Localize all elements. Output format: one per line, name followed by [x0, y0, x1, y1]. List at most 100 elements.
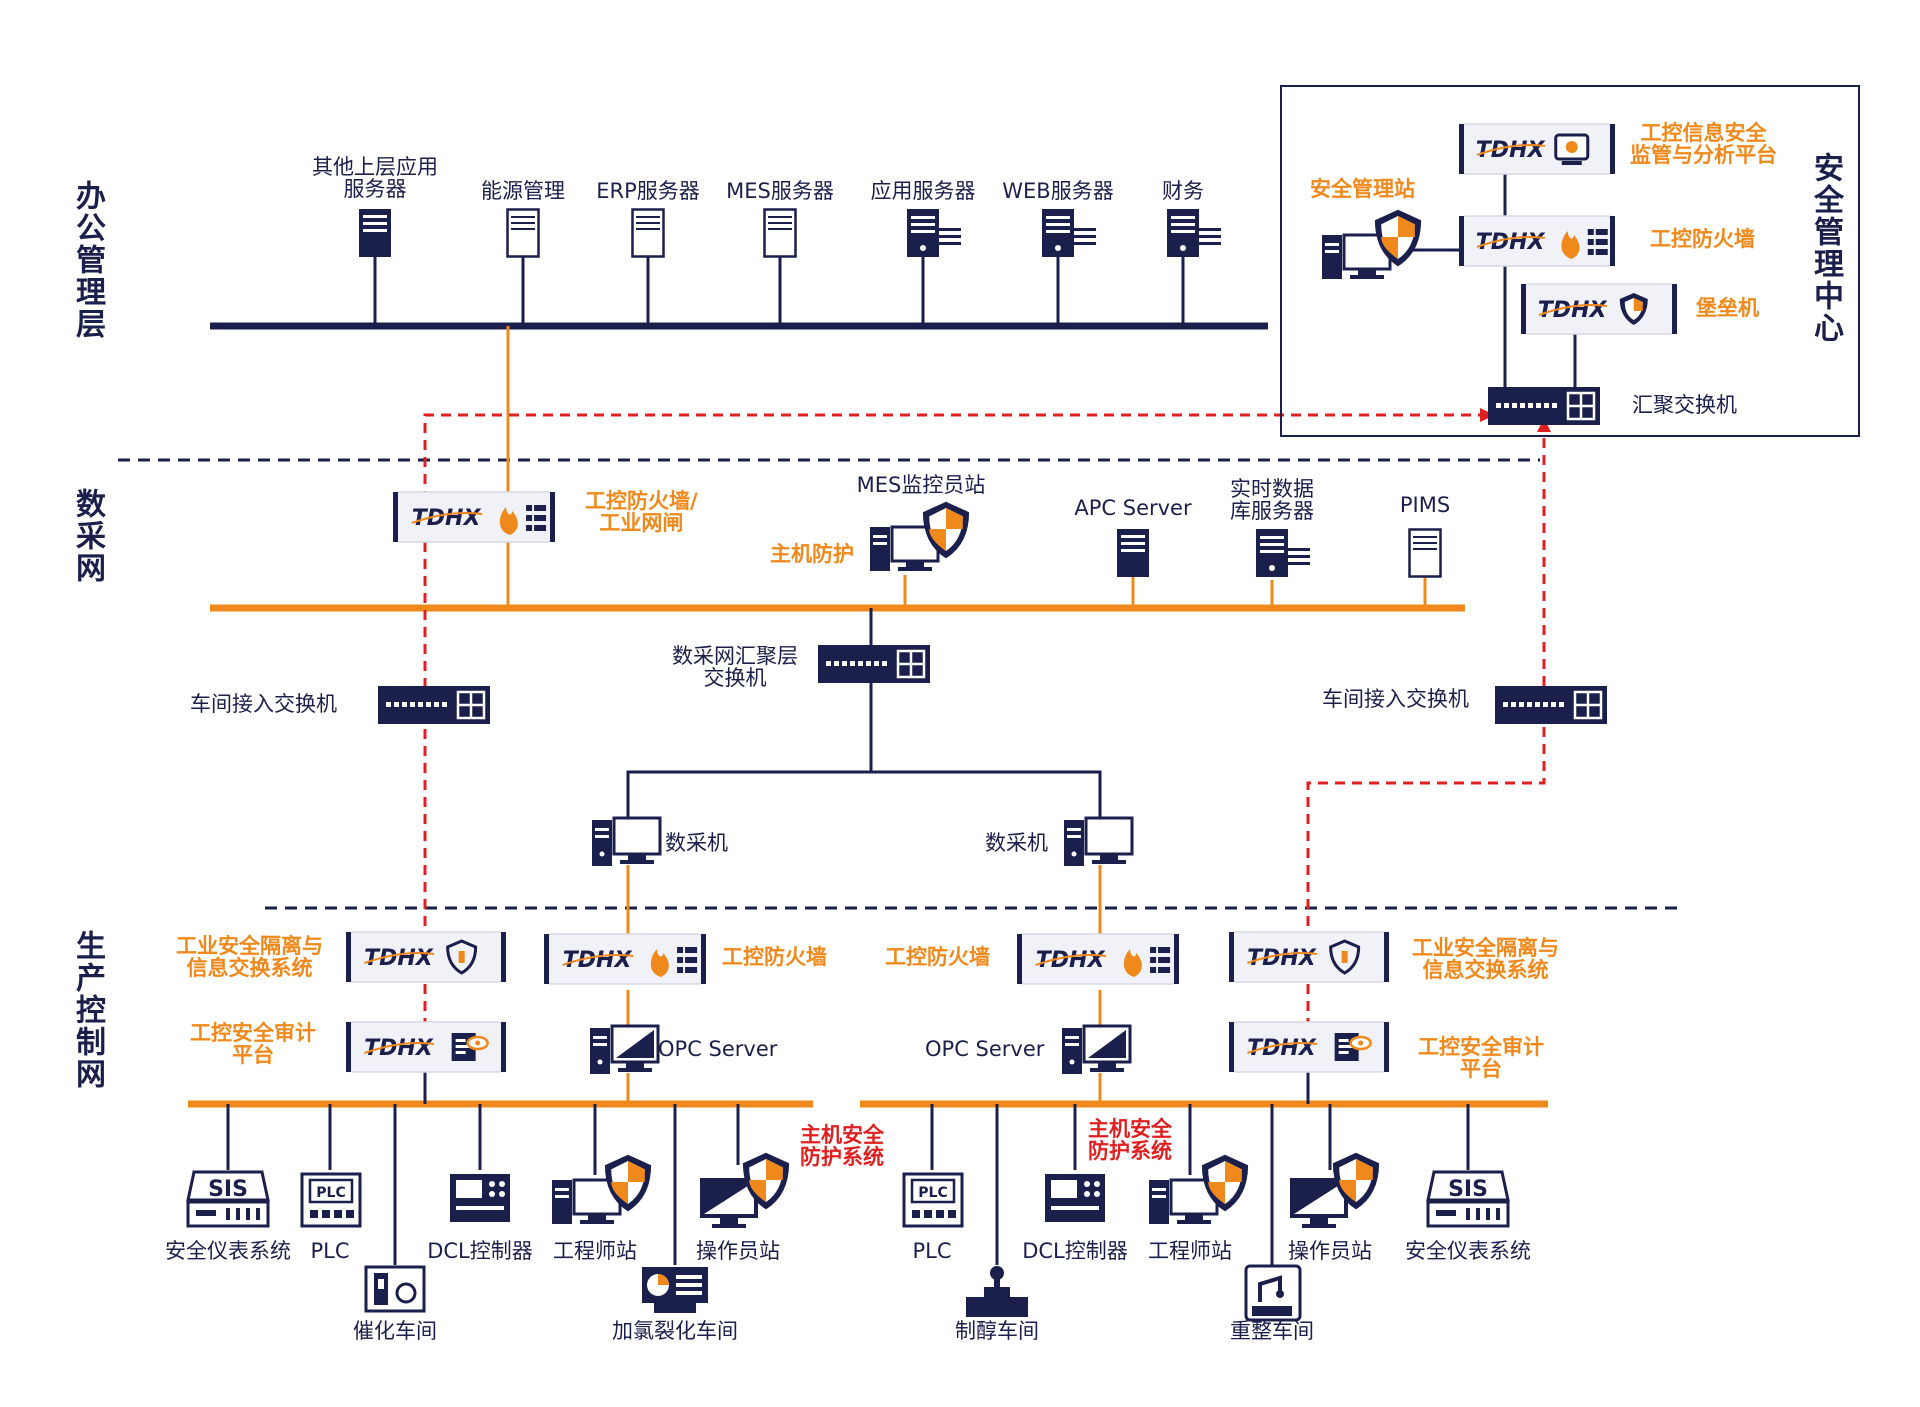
- dataacq-firewall-appliance-icon[interactable]: TDHX: [392, 490, 556, 548]
- monitoring-platform-label: 工控信息安全监管与分析平台: [1630, 121, 1777, 168]
- monitoring-arrow-up: [1537, 418, 1551, 432]
- office-server-label: WEB服务器: [1002, 179, 1114, 203]
- left-dcl-icon[interactable]: [448, 1172, 512, 1228]
- collector-left-label: 数采机: [665, 831, 728, 855]
- left-device-label: DCL控制器: [427, 1239, 533, 1263]
- right-sis-icon[interactable]: SIS: [1426, 1170, 1510, 1232]
- right-device-label: 安全仪表系统: [1405, 1239, 1531, 1263]
- left-audit-label: 工控安全审计平台: [190, 1021, 316, 1068]
- right-audit-label: 工控安全审计平台: [1418, 1035, 1544, 1082]
- reforming-workshop-label: 重整车间: [1230, 1319, 1314, 1343]
- right-device-label: PLC: [912, 1239, 952, 1263]
- right-device-label: 操作员站: [1288, 1239, 1372, 1263]
- right-operator-station-icon[interactable]: [1288, 1150, 1388, 1234]
- zone-title-security-center: 安全管理中心: [1808, 152, 1843, 344]
- server-dark-0-icon[interactable]: [358, 208, 392, 262]
- left-plc-icon[interactable]: PLC: [300, 1172, 362, 1232]
- right-device-label: 工程师站: [1148, 1239, 1232, 1263]
- left-device-label: 操作员站: [696, 1239, 780, 1263]
- center-firewall-appliance-icon[interactable]: TDHX: [1458, 214, 1616, 272]
- bastion-label: 堡垒机: [1696, 296, 1759, 320]
- svg-text:SIS: SIS: [1448, 1177, 1488, 1202]
- aggregation-switch-icon[interactable]: [1488, 387, 1600, 429]
- monitoring-platform-appliance-icon[interactable]: TDHX: [1458, 122, 1616, 180]
- right-dcl-icon[interactable]: [1043, 1172, 1107, 1228]
- left-access-switch-icon[interactable]: [378, 686, 490, 728]
- left-firewall-label: 工控防火墙: [722, 945, 827, 969]
- reforming-workshop-icon[interactable]: [1240, 1262, 1304, 1328]
- security-center-links: [1405, 172, 1577, 395]
- hydrocracking-workshop-icon[interactable]: [640, 1265, 710, 1319]
- left-device-label: 工程师站: [553, 1239, 637, 1263]
- left-engineer-station-icon[interactable]: [550, 1150, 660, 1234]
- right-plc-icon[interactable]: PLC: [902, 1172, 964, 1232]
- svg-text:TDHX: TDHX: [1476, 230, 1546, 255]
- mes-station-label: MES监控员站: [856, 473, 986, 497]
- svg-text:TDHX: TDHX: [1538, 298, 1608, 323]
- svg-text:TDHX: TDHX: [364, 1036, 434, 1061]
- server-rack-6-icon[interactable]: [1166, 208, 1224, 262]
- aggregation-switch-label: 汇聚交换机: [1632, 393, 1737, 417]
- right-audit-appliance-icon[interactable]: TDHX: [1228, 1020, 1390, 1078]
- mes-station-icon[interactable]: [868, 497, 978, 581]
- zone-title-office: 办公管理层: [70, 180, 105, 340]
- svg-text:TDHX: TDHX: [1036, 948, 1106, 973]
- server-light-1-icon[interactable]: [506, 208, 540, 262]
- collector-right-icon[interactable]: [1062, 812, 1140, 874]
- right-opc-label: OPC Server: [925, 1037, 1045, 1061]
- svg-text:TDHX: TDHX: [1247, 946, 1317, 971]
- server-light-3-icon[interactable]: [763, 208, 797, 262]
- right-access-switch-icon[interactable]: [1495, 686, 1607, 728]
- right-engineer-station-icon[interactable]: [1147, 1150, 1257, 1234]
- rtdb-server-icon[interactable]: [1255, 528, 1313, 582]
- server-light-2-icon[interactable]: [631, 208, 665, 262]
- office-server-label: 能源管理: [481, 179, 565, 203]
- dataacq-firewall-label: 工控防火墙/工业网闸: [585, 489, 698, 536]
- svg-text:PLC: PLC: [918, 1185, 947, 1201]
- pims-server-icon[interactable]: [1408, 528, 1442, 582]
- right-isolation-appliance-icon[interactable]: TDHX: [1228, 930, 1390, 988]
- office-server-label: ERP服务器: [596, 179, 700, 203]
- security-station-label: 安全管理站: [1310, 177, 1415, 201]
- apc-server-icon[interactable]: [1116, 528, 1150, 582]
- office-server-label: 应用服务器: [870, 179, 976, 203]
- left-operator-station-icon[interactable]: [698, 1150, 798, 1234]
- center-firewall-label: 工控防火墙: [1650, 227, 1755, 251]
- hydrocracking-workshop-label: 加氯裂化车间: [612, 1319, 738, 1343]
- methanol-workshop-icon[interactable]: [962, 1265, 1032, 1323]
- host-protect-label: 主机防护: [770, 542, 854, 566]
- catalytic-workshop-icon[interactable]: [364, 1265, 426, 1317]
- host-security-right-label: 主机安全防护系统: [1088, 1117, 1172, 1164]
- left-opc-server-icon[interactable]: [588, 1020, 666, 1082]
- methanol-workshop-label: 制醇车间: [955, 1319, 1039, 1343]
- office-server-label: MES服务器: [726, 179, 834, 203]
- left-audit-appliance-icon[interactable]: TDHX: [345, 1020, 507, 1078]
- left-sis-icon[interactable]: SIS: [186, 1170, 270, 1232]
- left-device-label: 安全仪表系统: [165, 1239, 291, 1263]
- right-opc-server-icon[interactable]: [1060, 1020, 1138, 1082]
- security-center-frame: [1280, 85, 1860, 437]
- left-device-drops: [226, 1045, 740, 1265]
- svg-text:SIS: SIS: [208, 1177, 248, 1202]
- zone-title-production: 生产控制网: [70, 930, 105, 1090]
- left-opc-label: OPC Server: [658, 1037, 778, 1061]
- right-firewall-appliance-icon[interactable]: TDHX: [1016, 932, 1180, 990]
- zone-title-data-acq: 数采网: [70, 488, 105, 584]
- catalytic-workshop-label: 催化车间: [353, 1319, 437, 1343]
- svg-text:TDHX: TDHX: [412, 506, 482, 531]
- security-station-icon[interactable]: [1320, 205, 1430, 289]
- svg-text:TDHX: TDHX: [1476, 138, 1546, 163]
- server-rack-4-icon[interactable]: [906, 208, 964, 262]
- collector-left-icon[interactable]: [590, 812, 668, 874]
- apc-server-label: APC Server: [1074, 496, 1192, 520]
- dataacq-agg-switch-icon[interactable]: [818, 645, 930, 687]
- bastion-appliance-icon[interactable]: TDHX: [1520, 282, 1678, 340]
- svg-text:TDHX: TDHX: [364, 946, 434, 971]
- rtdb-label: 实时数据库服务器: [1230, 477, 1314, 524]
- left-isolation-appliance-icon[interactable]: TDHX: [345, 930, 507, 988]
- right-device-label: DCL控制器: [1022, 1239, 1128, 1263]
- server-rack-5-icon[interactable]: [1041, 208, 1099, 262]
- left-firewall-appliance-icon[interactable]: TDHX: [543, 932, 707, 990]
